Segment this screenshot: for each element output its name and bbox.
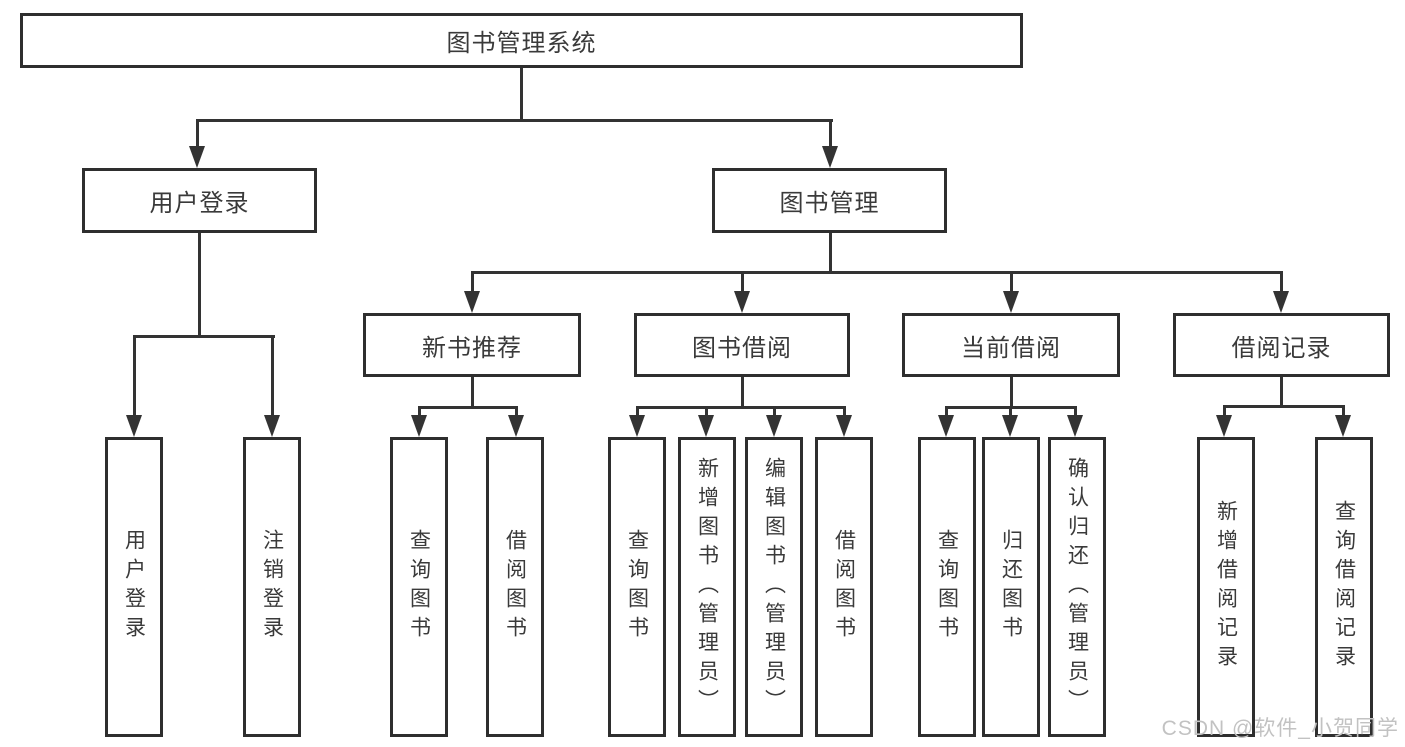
leaf-label: 借阅图书 — [832, 529, 856, 645]
connector-line-h — [196, 119, 833, 122]
node-root: 图书管理系统 — [20, 13, 1023, 68]
leaf-return-books: 归还图书 — [982, 437, 1040, 737]
leaf-edit-books-admin: 编辑图书（管理员） — [745, 437, 803, 737]
arrow-down-icon — [1335, 415, 1351, 437]
arrow-down-icon — [264, 415, 280, 437]
connector-line-v — [741, 377, 744, 409]
leaf-label: 注销登录 — [260, 529, 284, 645]
leaf-query-books: 查询图书 — [390, 437, 448, 737]
connector-line-v — [198, 233, 201, 338]
leaf-query-books: 查询图书 — [918, 437, 976, 737]
arrow-down-icon — [411, 415, 427, 437]
connector-line-h — [133, 335, 275, 338]
leaf-borrow-books: 借阅图书 — [486, 437, 544, 737]
arrow-down-icon — [1273, 291, 1289, 313]
node-label: 用户登录 — [149, 190, 250, 217]
connector-line-v — [1074, 406, 1077, 418]
node-root-label: 图书管理系统 — [446, 30, 597, 57]
node-borrow-records: 借阅记录 — [1173, 313, 1390, 377]
connector-line-v — [471, 271, 474, 294]
connector-line-v — [829, 233, 832, 273]
leaf-label: 查询图书 — [407, 529, 431, 645]
connector-line-v — [1010, 271, 1013, 294]
connector-line-v — [1009, 406, 1012, 418]
node-label: 图书借阅 — [692, 334, 792, 362]
connector-line-v — [773, 406, 776, 418]
arrow-down-icon — [629, 415, 645, 437]
leaf-user-login: 用户登录 — [105, 437, 163, 737]
leaf-label: 编辑图书（管理员） — [762, 456, 786, 718]
node-current-borrow: 当前借阅 — [902, 313, 1120, 377]
arrow-down-icon — [734, 291, 750, 313]
connector-line-v — [196, 119, 199, 149]
connector-line-h — [636, 406, 846, 409]
connector-line-v — [471, 377, 474, 409]
arrow-down-icon — [189, 146, 205, 168]
connector-line-v — [1280, 377, 1283, 408]
connector-line-h — [471, 271, 1283, 274]
connector-line-v — [829, 119, 832, 149]
leaf-label: 归还图书 — [999, 529, 1023, 645]
node-label: 图书管理 — [779, 190, 880, 217]
connector-line-v — [1223, 405, 1226, 418]
leaf-logout: 注销登录 — [243, 437, 301, 737]
leaf-label: 借阅图书 — [503, 529, 527, 645]
connector-line-v — [741, 271, 744, 294]
connector-line-v — [1280, 271, 1283, 294]
leaf-confirm-return-admin: 确认归还（管理员） — [1048, 437, 1106, 737]
node-book-management: 图书管理 — [712, 168, 947, 233]
node-new-book-recommend: 新书推荐 — [363, 313, 581, 377]
connector-line-v — [133, 335, 136, 417]
connector-line-v — [636, 406, 639, 418]
arrow-down-icon — [822, 146, 838, 168]
node-book-borrow: 图书借阅 — [634, 313, 850, 377]
arrow-down-icon — [938, 415, 954, 437]
watermark: CSDN @软件_小贺同学 — [1161, 717, 1399, 740]
connector-line-v — [418, 406, 421, 418]
arrow-down-icon — [1216, 415, 1232, 437]
leaf-add-borrow-record: 新增借阅记录 — [1197, 437, 1255, 737]
connector-line-v — [520, 68, 523, 121]
arrow-down-icon — [836, 415, 852, 437]
leaf-label: 确认归还（管理员） — [1065, 456, 1089, 718]
arrow-down-icon — [1067, 415, 1083, 437]
arrow-down-icon — [1002, 415, 1018, 437]
leaf-label: 查询借阅记录 — [1332, 500, 1356, 674]
leaf-query-borrow-record: 查询借阅记录 — [1315, 437, 1373, 737]
connector-line-v — [945, 406, 948, 418]
arrow-down-icon — [508, 415, 524, 437]
leaf-label: 新增借阅记录 — [1214, 500, 1238, 674]
arrow-down-icon — [126, 415, 142, 437]
connector-line-v — [515, 406, 518, 418]
connector-line-v — [843, 406, 846, 418]
leaf-label: 查询图书 — [935, 529, 959, 645]
arrow-down-icon — [698, 415, 714, 437]
connector-line-v — [705, 406, 708, 418]
leaf-label: 用户登录 — [122, 529, 146, 645]
leaf-label: 查询图书 — [625, 529, 649, 645]
arrow-down-icon — [464, 291, 480, 313]
leaf-query-books: 查询图书 — [608, 437, 666, 737]
arrow-down-icon — [766, 415, 782, 437]
node-label: 当前借阅 — [961, 334, 1061, 362]
leaf-borrow-books: 借阅图书 — [815, 437, 873, 737]
node-user-login: 用户登录 — [82, 168, 317, 233]
connector-line-h — [1223, 405, 1345, 408]
node-label: 借阅记录 — [1231, 334, 1332, 362]
connector-line-v — [271, 335, 274, 417]
leaf-label: 新增图书（管理员） — [695, 456, 719, 718]
connector-line-h — [418, 406, 518, 409]
connector-line-v — [1010, 377, 1013, 409]
connector-line-v — [1342, 405, 1345, 418]
arrow-down-icon — [1003, 291, 1019, 313]
leaf-add-books-admin: 新增图书（管理员） — [678, 437, 736, 737]
node-label: 新书推荐 — [422, 334, 522, 362]
